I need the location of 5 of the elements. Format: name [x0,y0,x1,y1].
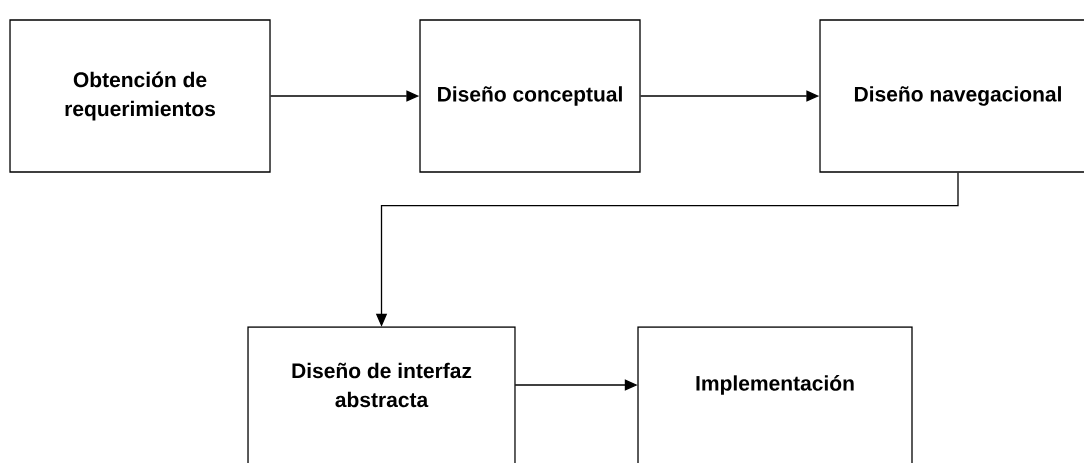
process-box: Diseño de interfaz abstracta [247,326,516,463]
process-box: Diseño navegacional [819,19,1084,173]
process-box: Diseño conceptual [419,19,641,173]
process-box: Obtención de requerimientos [9,19,271,173]
process-box: Implementación [637,326,913,463]
